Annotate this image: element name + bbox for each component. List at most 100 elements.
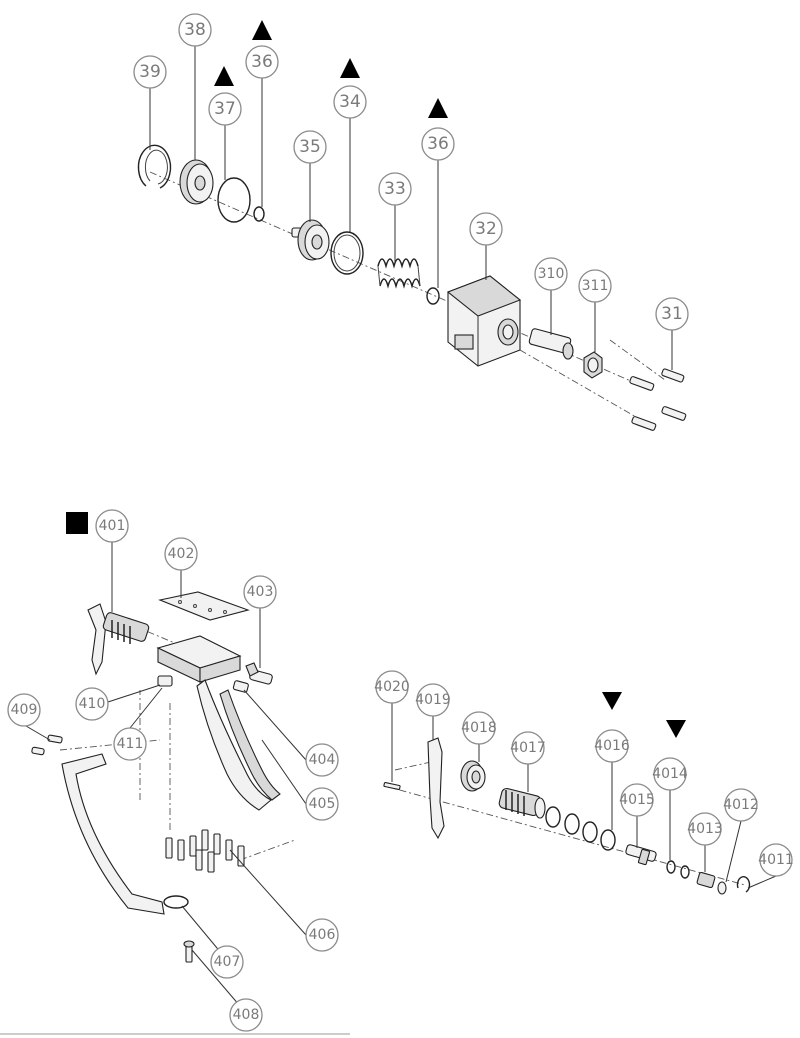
- callout-32: 32: [469, 212, 503, 246]
- callout-38: 38: [178, 13, 212, 47]
- part-404-fitting: [232, 680, 249, 693]
- part-407-foot-bar: [61, 753, 189, 915]
- triangle-up-marker-34: [340, 58, 360, 78]
- part-410-fitting: [157, 675, 173, 687]
- callout-4013: 4013: [687, 812, 723, 846]
- part-33-spring: [377, 258, 421, 289]
- svg-text:4011: 4011: [758, 852, 794, 868]
- svg-text:406: 406: [309, 927, 336, 943]
- callout-405: 405: [305, 787, 339, 821]
- callout-4019: 4019: [415, 683, 451, 717]
- svg-text:4014: 4014: [652, 766, 688, 782]
- triangle-down-marker-4016: [602, 692, 622, 710]
- svg-text:38: 38: [184, 20, 206, 40]
- callout-406: 406: [305, 918, 339, 952]
- svg-text:405: 405: [309, 796, 336, 812]
- callout-408: 408: [229, 998, 263, 1032]
- part-409-screws: [31, 734, 63, 756]
- triangle-up-marker-36a: [252, 20, 272, 40]
- svg-text:403: 403: [247, 584, 274, 600]
- callout-410: 410: [75, 687, 109, 721]
- svg-text:409: 409: [11, 702, 38, 718]
- callout-402: 402: [164, 537, 198, 571]
- svg-text:4019: 4019: [415, 692, 451, 708]
- triangle-down-marker-4014: [666, 720, 686, 738]
- callout-4020: 4020: [374, 670, 410, 704]
- callout-4011: 4011: [758, 843, 794, 877]
- part-34-o-ring: [330, 231, 364, 275]
- part-406-bolts: [165, 829, 245, 873]
- svg-text:310: 310: [538, 266, 565, 282]
- svg-text:4015: 4015: [619, 792, 655, 808]
- svg-text:35: 35: [299, 137, 321, 157]
- part-310-fitting: [528, 328, 574, 360]
- callout-4018: 4018: [461, 711, 497, 745]
- svg-text:404: 404: [309, 752, 336, 768]
- callout-4015: 4015: [619, 783, 655, 817]
- svg-text:31: 31: [661, 304, 683, 324]
- svg-text:32: 32: [475, 219, 497, 239]
- svg-text:410: 410: [79, 696, 106, 712]
- callout-4014: 4014: [652, 757, 688, 791]
- triangle-up-marker-36b: [428, 98, 448, 118]
- svg-text:4018: 4018: [461, 720, 497, 736]
- callout-4017: 4017: [510, 731, 546, 765]
- part-39-snap-ring: [137, 144, 172, 189]
- svg-text:4017: 4017: [510, 740, 546, 756]
- callout-401: 401: [95, 509, 129, 543]
- svg-text:4020: 4020: [374, 679, 410, 695]
- lower-right-leader-lines: [391, 703, 777, 889]
- part-405-handle: [156, 635, 281, 811]
- svg-text:401: 401: [99, 518, 126, 534]
- part-36-small-ring-b: [426, 287, 440, 305]
- part-311-nut: [583, 351, 603, 379]
- callout-407: 407: [210, 945, 244, 979]
- lower-right-axis-lines: [384, 759, 746, 886]
- part-4013-insert: [696, 871, 716, 889]
- callout-36-a: 36: [245, 45, 279, 79]
- callout-411: 411: [113, 727, 147, 761]
- part-4018-housing: [460, 760, 486, 792]
- svg-text:408: 408: [233, 1007, 260, 1023]
- part-4020-pin: [383, 782, 401, 790]
- callout-409: 409: [7, 693, 41, 727]
- part-37-o-ring: [217, 177, 251, 223]
- callout-35: 35: [293, 130, 327, 164]
- svg-text:402: 402: [168, 546, 195, 562]
- part-38-cap: [179, 159, 214, 205]
- part-4014-rings: [666, 860, 690, 879]
- callout-33: 33: [378, 172, 412, 206]
- part-36-small-ring: [253, 206, 265, 222]
- svg-text:407: 407: [214, 954, 241, 970]
- part-4011-clip: [736, 876, 751, 893]
- part-32-valve-body: [446, 275, 522, 367]
- square-marker-401: [66, 512, 88, 534]
- callout-4012: 4012: [723, 788, 759, 822]
- part-31-screws: [629, 368, 687, 431]
- callout-311: 311: [578, 269, 612, 303]
- callout-39: 39: [133, 55, 167, 89]
- part-4019-trigger-lever: [427, 737, 445, 840]
- svg-text:36: 36: [251, 52, 273, 72]
- svg-text:33: 33: [384, 179, 406, 199]
- callout-36-b: 36: [421, 127, 455, 161]
- part-4016-o-rings: [545, 806, 616, 851]
- callout-4016: 4016: [594, 729, 630, 763]
- svg-text:37: 37: [214, 99, 236, 119]
- triangle-up-marker-37: [214, 66, 234, 86]
- svg-text:39: 39: [139, 62, 161, 82]
- callout-403: 403: [243, 575, 277, 609]
- part-408-screw: [183, 940, 195, 963]
- svg-text:4013: 4013: [687, 821, 723, 837]
- svg-text:34: 34: [339, 92, 361, 112]
- callout-310: 310: [534, 257, 568, 291]
- callout-37: 37: [208, 92, 242, 126]
- callout-31: 31: [655, 297, 689, 331]
- callout-404: 404: [305, 743, 339, 777]
- part-4012-washer: [717, 881, 727, 895]
- part-401-trigger-valve: [87, 603, 150, 676]
- part-402-plate: [158, 591, 250, 621]
- callout-34: 34: [333, 85, 367, 119]
- part-4015-shaft: [625, 844, 657, 866]
